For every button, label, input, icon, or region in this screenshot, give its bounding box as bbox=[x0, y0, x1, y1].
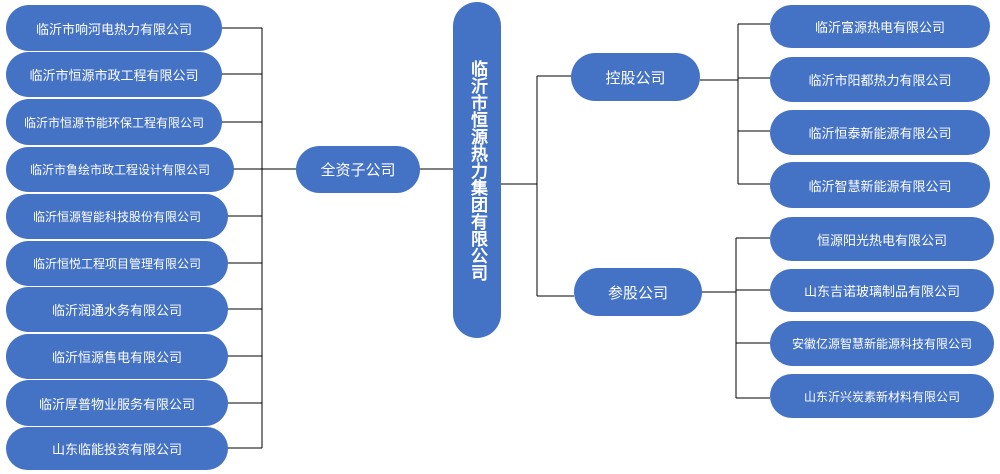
equity-item: 山东吉诺玻璃制品有限公司 bbox=[770, 269, 994, 312]
group-wholly-owned: 全资子公司 bbox=[296, 146, 420, 193]
holding-item: 临沂富源热电有限公司 bbox=[770, 5, 990, 48]
holding-item: 临沂恒泰新能源有限公司 bbox=[770, 110, 990, 155]
equity-item: 山东沂兴炭素新材料有限公司 bbox=[770, 374, 994, 418]
wholly-owned-item: 临沂市恒源节能环保工程有限公司 bbox=[6, 99, 222, 145]
wholly-owned-item: 临沂恒悦工程项目管理有限公司 bbox=[6, 241, 228, 286]
wholly-owned-item: 临沂厚普物业服务有限公司 bbox=[6, 380, 228, 426]
wholly-owned-item: 临沂市响河电热力有限公司 bbox=[6, 5, 222, 51]
equity-item: 安徽亿源智慧新能源科技有限公司 bbox=[770, 321, 994, 366]
equity-item: 恒源阳光热电有限公司 bbox=[770, 217, 994, 261]
wholly-owned-item: 临沂市鲁绘市政工程设计有限公司 bbox=[6, 147, 234, 192]
group-equity: 参股公司 bbox=[574, 268, 702, 316]
wholly-owned-item: 临沂市恒源市政工程有限公司 bbox=[6, 52, 222, 97]
holding-item: 临沂智慧新能源有限公司 bbox=[770, 162, 990, 208]
root-node: 临沂市恒源热力集团有限公司 bbox=[453, 2, 501, 338]
wholly-owned-item: 临沂恒源智能科技股份有限公司 bbox=[6, 194, 228, 239]
wholly-owned-item: 山东临能投资有限公司 bbox=[6, 427, 228, 470]
holding-item: 临沂市阳都热力有限公司 bbox=[770, 57, 990, 102]
wholly-owned-item: 临沂恒源售电有限公司 bbox=[6, 334, 228, 379]
wholly-owned-item: 临沂润通水务有限公司 bbox=[6, 287, 228, 332]
group-holding: 控股公司 bbox=[571, 53, 700, 101]
